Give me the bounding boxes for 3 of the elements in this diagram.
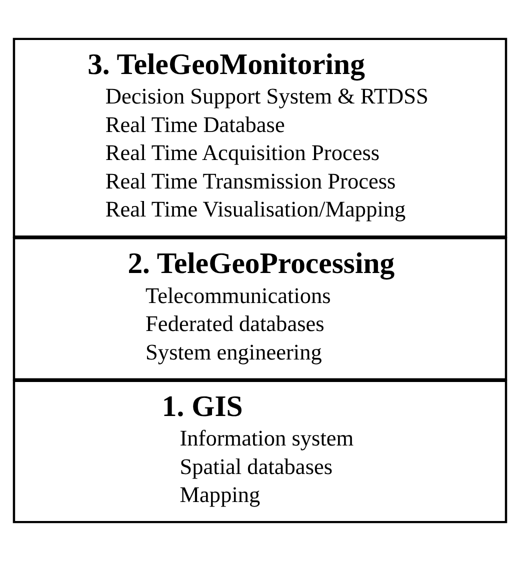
node-box: 2. TeleGeoProcessing Telecommunications Federated databases System engineering bbox=[12, 237, 508, 380]
node-box: 1. GIS Information system Spatial databases Mapping bbox=[12, 380, 508, 524]
node-box: 3. TeleGeoMonitoring Decision Support System & RTDSS Real Time Database Real Time Acquisition Process Real Time Transmission Process Real Time Visualisation/Mapping bbox=[12, 38, 508, 238]
